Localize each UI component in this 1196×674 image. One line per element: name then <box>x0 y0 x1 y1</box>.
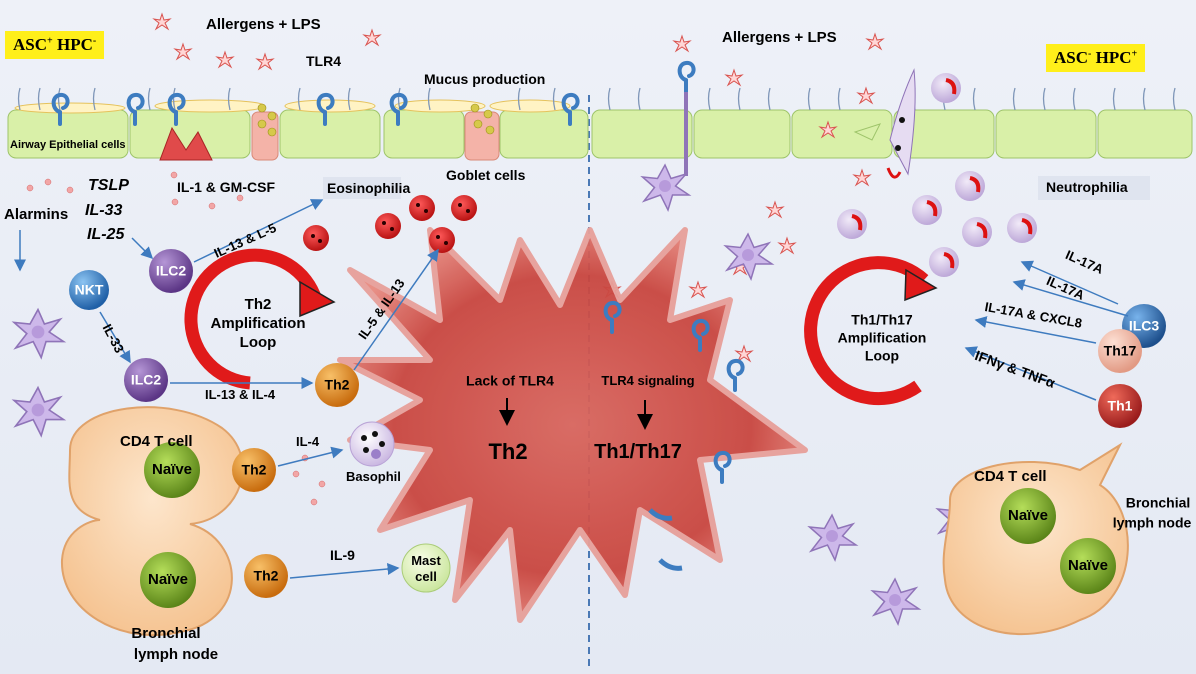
ilc2-cell-bottom <box>124 358 168 402</box>
goblet-label: Goblet cells <box>446 167 526 183</box>
banner-left: ASC+ HPC- <box>5 31 105 59</box>
mast-line1: Mast <box>411 552 441 568</box>
th17-cell <box>1098 329 1142 373</box>
th1-cell <box>1098 384 1142 428</box>
naive-cell-left-bottom <box>140 552 196 608</box>
il9-label: IL-9 <box>330 547 355 563</box>
th1th17-big-label: Th1/Th17 <box>594 441 682 463</box>
lymph-left-line1: Bronchial <box>131 624 201 642</box>
ilc2-cell-top <box>149 249 193 293</box>
lack-tlr4-label: Lack of TLR4 <box>466 372 554 389</box>
naive-right-top-label: Naïve <box>1007 506 1049 524</box>
lymph-right-line2: lymph node <box>1112 514 1192 531</box>
banner-left-mid: HPC <box>52 35 93 54</box>
airway-epithelium <box>7 87 1193 161</box>
banner-left-sup2: - <box>92 35 97 47</box>
th1th17-loop-arc <box>804 256 929 406</box>
il13-il4-label: IL-13 & IL-4 <box>205 387 276 402</box>
naive-cell-right-bottom <box>1060 538 1116 594</box>
th2-cell-mast <box>244 554 288 598</box>
banner-right-prefix: ASC <box>1054 48 1089 67</box>
basophil-label: Basophil <box>346 469 401 484</box>
th2-cell-basophil <box>232 448 276 492</box>
nkt-cell <box>69 270 109 310</box>
neutrophilia-panel <box>1038 176 1150 200</box>
ilc3-label: ILC3 <box>1128 317 1160 334</box>
tslp-label: TSLP <box>88 177 129 194</box>
eosinophilia-panel <box>323 177 401 199</box>
eosinophilia-label: Eosinophilia <box>327 180 411 196</box>
il4-label: IL-4 <box>296 434 320 449</box>
banner-right-sup1: - <box>1088 48 1092 60</box>
small-dendritic-cells <box>13 92 1045 625</box>
il1-gmcsf-label: IL-1 & GM-CSF <box>177 179 275 195</box>
th2-big-label: Th2 <box>488 438 528 464</box>
alarmins-label: Alarmins <box>4 206 69 223</box>
th2-loop-arc <box>184 248 323 390</box>
nkt-label: NKT <box>74 281 104 298</box>
allergens-left-label: Allergens + LPS <box>206 16 321 33</box>
banner-right: ASC- HPC+ <box>1046 44 1146 72</box>
mast-cell <box>401 543 451 593</box>
th2-mast-label: Th2 <box>253 567 279 584</box>
th2-loop-line3: Loop <box>239 333 277 351</box>
th2-loop-line1: Th2 <box>244 295 272 313</box>
th1th17-loop-line3: Loop <box>864 347 900 364</box>
dendritic-cell <box>337 227 808 623</box>
dc-receptors <box>603 300 745 571</box>
banner-right-mid: HPC <box>1091 48 1132 67</box>
tlr4-signaling-label: TLR4 signaling <box>601 372 695 388</box>
il25-label: IL-25 <box>87 226 125 243</box>
basophil-cell <box>349 421 395 467</box>
allergens-right-label: Allergens + LPS <box>722 29 837 46</box>
lymph-left-line2: lymph node <box>133 645 219 663</box>
neutrophilia-label: Neutrophilia <box>1046 179 1128 195</box>
banner-left-prefix: ASC <box>13 35 48 54</box>
th2-loop-line2: Amplification <box>210 314 306 332</box>
th1th17-loop-line1: Th1/Th17 <box>851 311 913 328</box>
th2-cell-mid <box>315 363 359 407</box>
tlr4-label: TLR4 <box>306 53 341 69</box>
banner-right-sup2: + <box>1131 48 1138 60</box>
banner-left-sup1: + <box>47 35 53 47</box>
th1-label: Th1 <box>1107 397 1133 414</box>
naive-left-bottom-label: Naïve <box>147 570 189 588</box>
epithelial-label: Airway Epithelial cells <box>10 139 126 151</box>
cd4-right-label: CD4 T cell <box>974 468 1047 485</box>
neutrophils <box>837 68 1037 277</box>
mucus-label: Mucus production <box>424 71 546 87</box>
th2-basophil-label: Th2 <box>241 461 267 478</box>
naive-cell-left-top <box>144 442 200 498</box>
eosinophils <box>303 195 477 253</box>
mast-line2: cell <box>415 568 437 584</box>
il33-label: IL-33 <box>85 202 123 219</box>
naive-right-bottom-label: Naïve <box>1067 556 1109 574</box>
ilc2-top-label: ILC2 <box>155 262 187 279</box>
signal-arrows <box>14 199 1129 579</box>
alarmin-dots <box>26 171 326 506</box>
th1th17-loop-line2: Amplification <box>837 329 927 346</box>
naive-left-top-label: Naïve <box>151 460 193 478</box>
naive-cell-right-top <box>1000 488 1056 544</box>
ilc2-bottom-label: ILC2 <box>130 371 162 388</box>
cd4-left-label: CD4 T cell <box>120 433 193 450</box>
lymph-right-line1: Bronchial <box>1125 494 1191 511</box>
th17-label: Th17 <box>1103 342 1137 359</box>
th2-mid-label: Th2 <box>324 376 350 393</box>
